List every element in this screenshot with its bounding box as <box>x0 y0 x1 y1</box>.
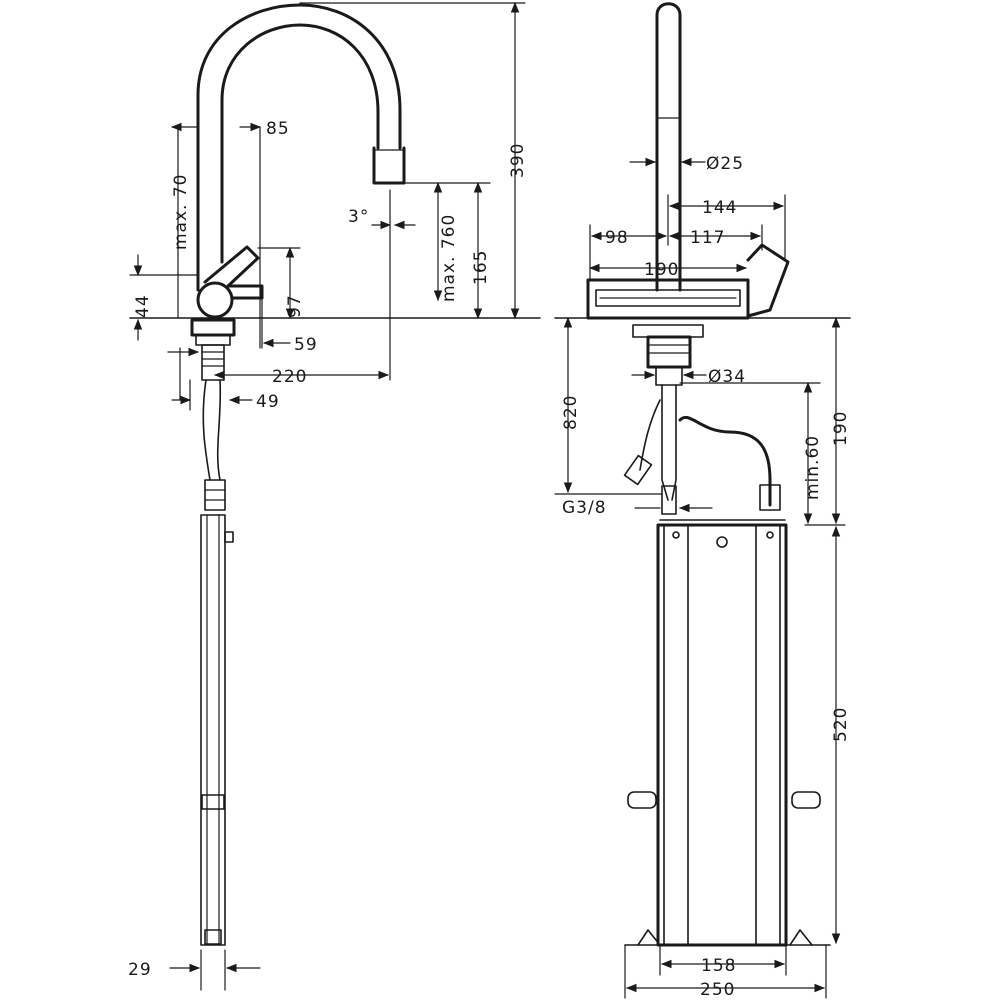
dim-dia34: Ø34 <box>708 367 746 387</box>
hose-clip <box>224 531 234 543</box>
dim-max760: max. 760 <box>439 214 459 302</box>
spout-inner-outline <box>220 23 380 264</box>
clip-right <box>791 791 821 809</box>
spray-head <box>372 146 406 185</box>
mixer-body <box>196 281 234 319</box>
side-view <box>129 3 541 946</box>
dim-158: 158 <box>701 956 736 976</box>
hose-end <box>204 929 222 945</box>
dim-190h: 190 <box>831 411 851 446</box>
dim-49: 49 <box>256 392 280 412</box>
module-left-rail <box>663 524 689 946</box>
dim-29: 29 <box>128 960 152 980</box>
clip-left <box>627 791 657 809</box>
g38-fitting <box>661 485 677 515</box>
module-box <box>656 523 788 947</box>
foot-right <box>789 929 813 946</box>
outlet-pipe <box>678 415 772 507</box>
shank-front <box>646 335 692 369</box>
hoses-front <box>661 384 677 501</box>
front-view <box>554 2 851 947</box>
lever-front <box>746 243 790 318</box>
dim-117: 117 <box>690 228 725 248</box>
dim-98: 98 <box>605 228 629 248</box>
dim-165: 165 <box>471 250 491 285</box>
dim-390: 390 <box>508 143 528 178</box>
base-front <box>632 324 704 338</box>
dim-g38: G3/8 <box>562 498 607 518</box>
hose-weight <box>201 794 225 810</box>
pullout-hose <box>200 514 226 946</box>
dim-dia25: Ø25 <box>706 154 744 174</box>
fitting-right <box>759 484 781 511</box>
lever <box>203 245 264 300</box>
base-plate <box>190 318 236 337</box>
hose-fitting <box>204 479 226 511</box>
spout-outline <box>196 3 402 292</box>
body-recess <box>595 289 741 307</box>
front-view-dimensions: Ø25 144 98 117 190 820 Ø34 min.60 190 G3… <box>554 154 851 1000</box>
flex-hose-left <box>639 399 661 471</box>
mixer-body-front <box>586 278 750 320</box>
dim-97: 97 <box>285 294 305 318</box>
dim-144: 144 <box>702 198 737 218</box>
supply-hoses <box>202 379 222 481</box>
dim-220: 220 <box>272 367 307 387</box>
dim-250: 250 <box>700 980 735 1000</box>
dim-min60: min.60 <box>803 435 823 500</box>
dim-3deg: 3° <box>348 207 369 227</box>
shank <box>201 344 225 381</box>
nut-front <box>655 366 683 386</box>
dim-59: 59 <box>294 335 318 355</box>
module-right-rail <box>755 524 781 946</box>
spout-front <box>655 2 682 292</box>
dim-max70: max. 70 <box>171 174 191 250</box>
dim-190w: 190 <box>644 260 679 280</box>
dim-520: 520 <box>831 707 851 742</box>
module-hole <box>716 536 728 548</box>
dim-820: 820 <box>561 395 581 430</box>
side-view-dimensions: max. 70 85 390 3° max. 760 165 44 97 59 <box>128 1 528 991</box>
dim-85: 85 <box>266 119 290 139</box>
foot-left <box>637 929 661 946</box>
fitting-left <box>623 454 653 486</box>
dim-44: 44 <box>133 294 153 318</box>
